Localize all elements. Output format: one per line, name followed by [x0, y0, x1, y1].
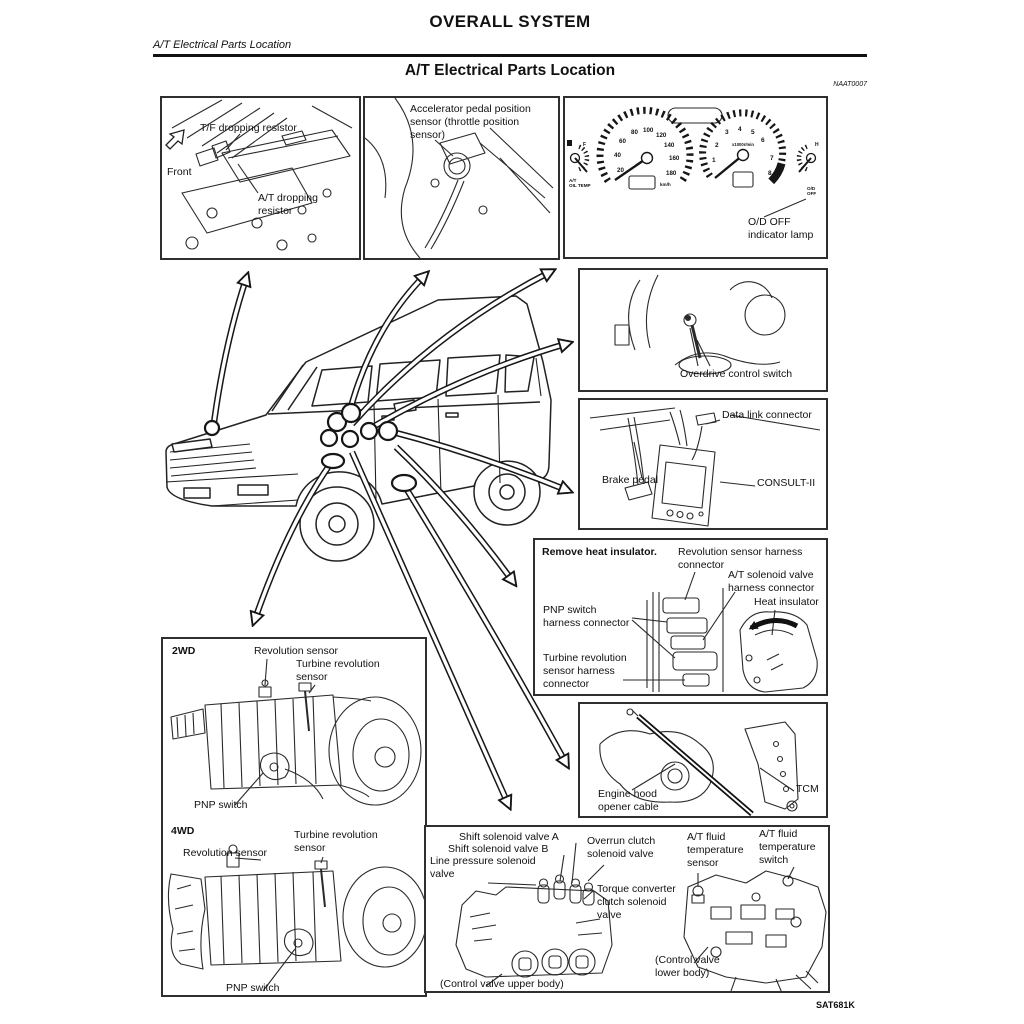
fuel-gauge: F [567, 140, 590, 173]
label-at-dropping-resistor: A/T dropping resistor [258, 192, 318, 217]
label-front: Front [167, 166, 192, 178]
cluster-sketch: 20 40 60 80 100 120 140 160 180 km/h 1 2… [567, 106, 819, 218]
label-accelerator-sensor: Accelerator pedal position sensor (throt… [410, 103, 531, 141]
control-valve-sketch [455, 842, 827, 991]
label-pnp-harness: PNP switch harness connector [543, 604, 630, 629]
panel-instrument-cluster: 20 40 60 80 100 120 140 160 180 km/h 1 2… [563, 96, 828, 259]
svg-text:120: 120 [656, 132, 667, 139]
svg-text:20: 20 [617, 167, 624, 174]
panel-overdrive-switch: Overdrive control switch [578, 268, 828, 392]
panel-tcm: Engine hood opener cable TCM [578, 702, 828, 818]
svg-text:5: 5 [751, 129, 755, 136]
label-at-solenoid-harness: A/T solenoid valve harness connector [728, 569, 815, 594]
label-brake-pedal: Brake pedal [602, 474, 659, 486]
running-header: A/T Electrical Parts Location [153, 39, 292, 51]
svg-text:140: 140 [664, 142, 675, 149]
svg-text:x1000r/min: x1000r/min [732, 142, 754, 147]
panel-engine-bay-resistors: T/F dropping resistor Front A/T dropping… [160, 96, 361, 260]
label-turbine-sensor-2wd: Turbine revolution sensor [296, 658, 380, 683]
label-turbine-sensor-4wd: Turbine revolution sensor [294, 829, 378, 854]
panel-accelerator-pedal: Accelerator pedal position sensor (throt… [363, 96, 560, 260]
front-arrow-icon [165, 129, 185, 150]
label-remove-heat-insulator: Remove heat insulator. [542, 546, 657, 558]
svg-text:40: 40 [614, 152, 621, 159]
label-shift-solenoid-b: Shift solenoid valve B [448, 843, 549, 855]
label-control-valve-lower: (Control valve lower body) [655, 954, 720, 979]
engine-bay-sketch [165, 99, 353, 251]
overdrive-sketch [614, 274, 786, 375]
svg-text:2: 2 [715, 142, 719, 149]
svg-text:6: 6 [761, 137, 765, 144]
label-revolution-sensor-4wd: Revolution sensor [183, 847, 268, 859]
svg-text:80: 80 [631, 129, 638, 136]
svg-text:4: 4 [738, 126, 742, 133]
label-fluid-temp-switch: A/T fluid temperature switch [759, 828, 816, 866]
svg-text:60: 60 [619, 138, 626, 145]
label-heat-insulator: Heat insulator [754, 596, 819, 608]
suv-illustration [165, 295, 552, 562]
label-at-oil-temp: A/T OIL TEMP [569, 178, 591, 189]
label-torque-converter-solenoid: Torque converter clutch solenoid valve [597, 883, 676, 921]
svg-text:160: 160 [669, 155, 680, 162]
panel-harness-connectors: Remove heat insulator. Revolution sensor… [533, 538, 828, 696]
svg-text:7: 7 [770, 155, 774, 162]
consult-sketch [589, 407, 821, 527]
tcm-sketch [599, 708, 799, 816]
temp-gauge: H [796, 142, 819, 173]
svg-text:km/h: km/h [660, 182, 671, 187]
speedometer: 20 40 60 80 100 120 140 160 180 km/h [596, 106, 694, 190]
label-tf-dropping-resistor: T/F dropping resistor [200, 122, 297, 134]
fuel-pump-icon [567, 140, 572, 146]
label-4wd: 4WD [171, 825, 195, 837]
harness-sketch [623, 571, 818, 693]
label-pnp-switch-2wd: PNP switch [194, 799, 248, 811]
label-fluid-temp-sensor: A/T fluid temperature sensor [687, 831, 744, 869]
label-pnp-switch-4wd: PNP switch [226, 982, 280, 994]
label-2wd: 2WD [172, 645, 196, 657]
svg-text:F: F [583, 142, 586, 148]
svg-text:H: H [815, 142, 819, 148]
location-markers [203, 402, 418, 493]
label-data-link-connector: Data link connector [722, 409, 812, 421]
label-overrun-clutch-solenoid: Overrun clutch solenoid valve [587, 835, 656, 860]
label-consult-ii: CONSULT-II [757, 477, 816, 489]
svg-text:1: 1 [712, 157, 716, 164]
label-line-pressure-solenoid: Line pressure solenoid valve [430, 855, 536, 880]
section-title: A/T Electrical Parts Location [404, 62, 616, 79]
label-revolution-sensor-2wd: Revolution sensor [254, 645, 339, 657]
page-title: OVERALL SYSTEM [429, 12, 591, 31]
panel-transmissions: 2WD Revolution sensor Turbine revolution… [161, 637, 427, 997]
label-control-valve-upper: (Control valve upper body) [440, 978, 564, 990]
label-shift-solenoid-a: Shift solenoid valve A [459, 831, 559, 843]
accelerator-sketch [365, 98, 554, 258]
panel-control-valve: Shift solenoid valve A Shift solenoid va… [424, 825, 830, 993]
label-tcm: TCM [796, 783, 819, 795]
od-off-indicator: O/D OFF [807, 186, 817, 197]
svg-text:180: 180 [666, 170, 677, 177]
svg-text:3: 3 [725, 129, 729, 136]
panel-consult: Data link connector Brake pedal CONSULT-… [578, 398, 828, 530]
tachometer: 1 2 3 4 5 6 7 8 x1000r/min [699, 109, 787, 188]
svg-text:8: 8 [768, 170, 772, 177]
figure-code: SAT681K [816, 1000, 855, 1010]
header-rule [153, 54, 867, 57]
label-hood-opener-cable: Engine hood opener cable [598, 788, 659, 813]
label-od-off-lamp: O/D OFF indicator lamp [748, 216, 814, 241]
transmission-sketch [167, 658, 425, 992]
label-overdrive-switch: Overdrive control switch [680, 368, 793, 380]
label-turbine-harness: Turbine revolution sensor harness connec… [543, 652, 627, 690]
location-arrows [209, 268, 569, 806]
doc-code: NAAT0007 [833, 81, 867, 88]
label-revolution-harness: Revolution sensor harness connector [678, 546, 803, 571]
svg-text:100: 100 [643, 127, 654, 134]
